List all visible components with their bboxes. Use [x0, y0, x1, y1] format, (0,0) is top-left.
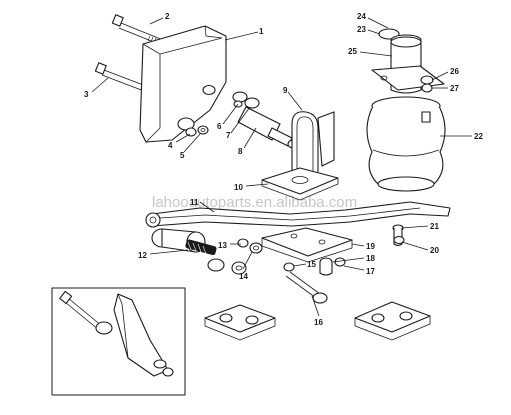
callout-23: 23 — [357, 25, 366, 34]
callout-3: 3 — [84, 90, 89, 99]
leaf-spring — [145, 201, 451, 228]
callout-16: 16 — [314, 318, 323, 327]
inset-detail — [51, 287, 186, 396]
callout-17: 17 — [366, 267, 375, 276]
bottom-plate-right — [354, 301, 431, 341]
callout-21: 21 — [430, 222, 439, 231]
callout-18: 18 — [366, 254, 375, 263]
callout-15: 15 — [307, 260, 316, 269]
bolt-vertical — [285, 271, 328, 304]
bolt-upper — [111, 14, 164, 46]
callout-25: 25 — [348, 47, 357, 56]
spacer-parts — [283, 257, 346, 276]
callout-27: 27 — [450, 84, 459, 93]
callout-19: 19 — [366, 242, 375, 251]
spring-eye-bushing — [151, 228, 247, 275]
callout-11: 11 — [190, 198, 199, 207]
callout-10: 10 — [234, 183, 243, 192]
hanger-bracket — [139, 25, 227, 143]
saddle-plate — [261, 167, 339, 201]
washers-13-14 — [237, 238, 263, 254]
callout-4: 4 — [168, 141, 173, 150]
air-spring-bellows — [366, 96, 446, 192]
callout-22: 22 — [474, 132, 483, 141]
callout-6: 6 — [217, 122, 222, 131]
callout-24: 24 — [357, 12, 366, 21]
callout-12: 12 — [138, 251, 147, 260]
lower-clamp-plate — [261, 227, 353, 263]
bolt-nut-20-21 — [392, 224, 405, 247]
callout-7: 7 — [226, 131, 231, 140]
bottom-plate-left — [204, 304, 276, 341]
shock-absorber — [232, 91, 299, 149]
bolt-lower — [94, 62, 147, 92]
u-bolt — [291, 111, 335, 172]
callout-26: 26 — [450, 67, 459, 76]
callout-2: 2 — [165, 12, 170, 21]
leader-lines — [91, 17, 472, 317]
callout-13: 13 — [218, 241, 227, 250]
callout-labels: 1 2 3 4 5 6 7 8 9 10 11 12 13 14 15 16 1… — [84, 12, 483, 327]
washer-nut-4-5 — [185, 125, 209, 137]
callout-5: 5 — [180, 151, 185, 160]
callout-20: 20 — [430, 246, 439, 255]
callout-8: 8 — [238, 147, 243, 156]
watermark-text: lahooautoparts.en.alibaba.com — [152, 194, 357, 211]
air-spring-piston — [371, 28, 445, 94]
callout-14: 14 — [239, 272, 248, 281]
callout-1: 1 — [259, 27, 264, 36]
callout-9: 9 — [283, 86, 288, 95]
